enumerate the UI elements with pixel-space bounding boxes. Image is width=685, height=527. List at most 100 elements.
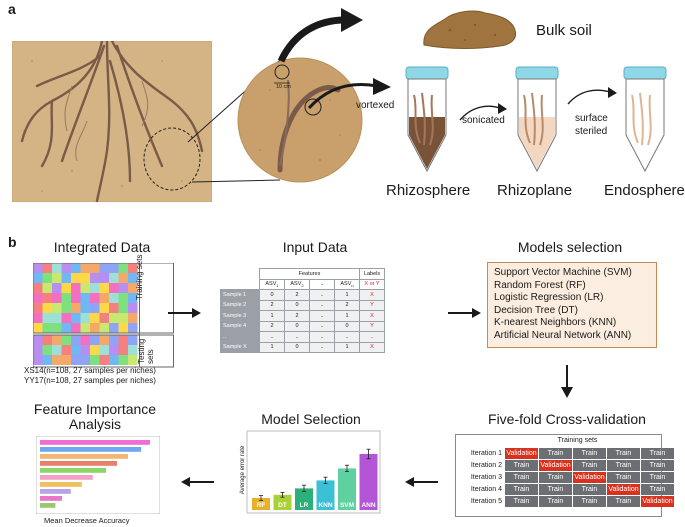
mosaic-cell bbox=[90, 323, 100, 333]
mosaic-cell bbox=[99, 283, 109, 293]
model-item: Decision Tree (DT) bbox=[494, 304, 578, 316]
feature-value: .. bbox=[309, 320, 335, 332]
mosaic-cell bbox=[128, 263, 138, 273]
importance-bar bbox=[40, 461, 117, 466]
mosaic-cell bbox=[128, 345, 138, 355]
sample-name: Sample 1 bbox=[220, 289, 260, 301]
mosaic-cell bbox=[99, 273, 109, 283]
iteration-label: Iteration 1 bbox=[470, 450, 502, 457]
bar-label: SVM bbox=[340, 502, 354, 509]
mosaic-cell bbox=[52, 263, 62, 273]
mosaic-cell bbox=[61, 335, 71, 345]
train-cell: Train bbox=[539, 448, 572, 459]
cv-title: Five-fold Cross-validation bbox=[488, 411, 646, 427]
model-item: Random Forest (RF) bbox=[494, 279, 586, 291]
testing-box bbox=[33, 334, 174, 368]
chart-frame bbox=[246, 430, 381, 514]
feature-value: 1 bbox=[259, 310, 285, 322]
mosaic-cell bbox=[61, 313, 71, 323]
mosaic-cell bbox=[128, 293, 138, 303]
mosaic-cell bbox=[90, 273, 100, 283]
feature-value: 1 bbox=[334, 310, 360, 322]
step-surface-label: surface bbox=[575, 113, 608, 124]
validation-cell: Validation bbox=[539, 460, 572, 471]
bar-lr bbox=[295, 488, 313, 510]
mosaic-cell bbox=[71, 335, 81, 345]
importance-bar bbox=[40, 475, 93, 480]
importance-bar bbox=[40, 454, 128, 459]
asv-header: ASVn bbox=[334, 278, 360, 290]
models-list-box: Support Vector Machine (SVM)Random Fores… bbox=[487, 262, 657, 348]
mosaic-cell bbox=[118, 283, 128, 293]
mosaic-cell bbox=[52, 303, 62, 313]
bar-label: RF bbox=[257, 502, 266, 509]
feature-value: .. bbox=[334, 331, 360, 343]
mosaic-cell bbox=[61, 355, 71, 365]
mosaic-cell bbox=[61, 293, 71, 303]
feature-value: .. bbox=[309, 299, 335, 311]
mosaic-cell bbox=[61, 263, 71, 273]
arrow-to-feature-importance-icon bbox=[181, 477, 214, 487]
model-item: K-nearest Neighbors (KNN) bbox=[494, 317, 617, 329]
mosaic-cell bbox=[128, 355, 138, 365]
step-vortexed-label: vortexed bbox=[356, 100, 395, 111]
feature-value: 1 bbox=[334, 341, 360, 353]
mosaic-cell bbox=[109, 283, 119, 293]
mosaic-cell bbox=[42, 335, 52, 345]
mosaic-cell bbox=[61, 345, 71, 355]
mosaic-cell bbox=[42, 273, 52, 283]
arrow-to-models-icon bbox=[448, 308, 481, 318]
mosaic-cell bbox=[109, 293, 119, 303]
input-table-corner bbox=[220, 268, 260, 279]
rhizoplane-label: Rhizoplane bbox=[497, 182, 573, 199]
mosaic-cell bbox=[90, 355, 100, 365]
labels-header: Labels bbox=[359, 268, 385, 280]
mosaic-cell bbox=[80, 313, 90, 323]
importance-bar bbox=[40, 489, 71, 494]
xs14-caption: XS14(n=108, 27 samples per niches) bbox=[24, 366, 156, 375]
mosaic-cell bbox=[118, 263, 128, 273]
mosaic-cell bbox=[42, 293, 52, 303]
model-item: Logistic Regression (LR) bbox=[494, 292, 604, 304]
feature-importance-title-1: Feature Importance bbox=[33, 401, 157, 417]
integrated-data-title: Integrated Data bbox=[53, 239, 151, 255]
scale-label: 10 cm bbox=[276, 84, 291, 90]
mosaic-cell bbox=[109, 323, 119, 333]
mosaic-cell bbox=[52, 293, 62, 303]
mosaic-cell bbox=[99, 263, 109, 273]
iteration-label: Iteration 5 bbox=[470, 498, 502, 505]
rhizosphere-label: Rhizosphere bbox=[386, 182, 471, 199]
mosaic-cell bbox=[52, 323, 62, 333]
model-item: Support Vector Machine (SVM) bbox=[494, 267, 632, 278]
validation-cell: Validation bbox=[573, 472, 606, 483]
rhizosphere-tube-icon bbox=[405, 66, 449, 173]
mosaic-cell bbox=[33, 303, 43, 313]
bar-svm bbox=[338, 468, 356, 510]
bar-label: ANN bbox=[361, 502, 375, 509]
mosaic-cell bbox=[109, 335, 119, 345]
mosaic-cell bbox=[33, 313, 43, 323]
mosaic-cell bbox=[80, 293, 90, 303]
mosaic-cell bbox=[33, 355, 43, 365]
mosaic-cell bbox=[42, 313, 52, 323]
mosaic-cell bbox=[109, 313, 119, 323]
yy17-caption: YY17(n=108, 27 samples per niches) bbox=[24, 376, 156, 385]
training-box bbox=[33, 263, 174, 334]
step-sonicated-label: sonicated bbox=[462, 115, 505, 126]
feature-value: .. bbox=[309, 289, 335, 301]
models-selection-title: Models selection bbox=[517, 239, 623, 255]
sample-label: X bbox=[359, 341, 385, 353]
bar-label: DT bbox=[278, 502, 287, 509]
input-table-corner-2 bbox=[220, 279, 260, 290]
mosaic-cell bbox=[99, 303, 109, 313]
feature-value: 2 bbox=[284, 289, 310, 301]
feature-value: 0 bbox=[284, 299, 310, 311]
feature-value: .. bbox=[309, 331, 335, 343]
train-cell: Train bbox=[573, 448, 606, 459]
feature-value: 2 bbox=[259, 320, 285, 332]
